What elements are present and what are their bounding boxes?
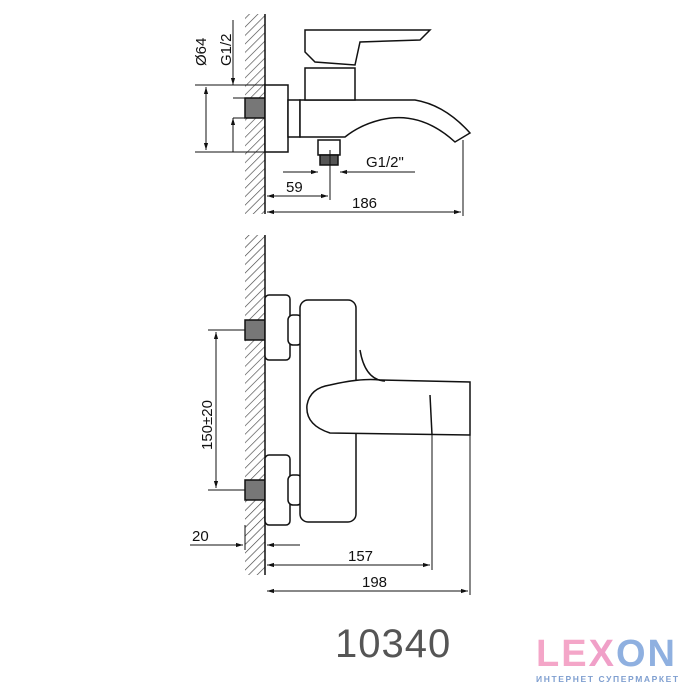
outlet <box>317 139 341 156</box>
logo-letter: E <box>561 633 589 675</box>
handle <box>306 378 471 436</box>
outlet-thread <box>319 154 339 166</box>
escutcheon <box>264 84 289 153</box>
escutcheon <box>264 454 291 526</box>
wall-thread <box>244 97 266 119</box>
handle <box>304 29 432 66</box>
handle-contour <box>359 349 386 382</box>
wall-thread <box>244 479 266 501</box>
dim-offset: 59 <box>286 179 303 196</box>
dim-wall-offset: 20 <box>192 528 209 545</box>
dim-total: 198 <box>362 574 387 591</box>
model-number: 10340 <box>335 622 452 666</box>
dim-thread-wall: G1/2 <box>218 33 235 66</box>
front-view <box>190 235 471 595</box>
logo-letter: N <box>647 633 677 675</box>
logo-letter: O <box>615 633 648 675</box>
dim-handle-reach: 157 <box>348 548 373 565</box>
wall-hatch <box>245 235 265 575</box>
top-view <box>195 14 472 216</box>
logo-subtitle: ИНТЕРНЕТ СУПЕРМАРКЕТ <box>536 674 680 684</box>
escutcheon <box>264 294 291 361</box>
logo-letter: X <box>588 633 616 675</box>
dim-diameter: Ø64 <box>193 38 210 66</box>
connector <box>287 99 301 138</box>
logo-letter: L <box>536 633 562 675</box>
logo-wordmark: LEXON <box>536 634 696 674</box>
dim-spacing: 150±20 <box>199 400 216 450</box>
lexon-logo: LEXON ИНТЕРНЕТ СУПЕРМАРКЕТ <box>536 634 696 684</box>
wall-thread <box>244 319 266 341</box>
handle-contour <box>429 394 433 436</box>
spout <box>299 99 472 143</box>
body <box>304 67 356 101</box>
dim-length: 186 <box>352 195 377 212</box>
dim-thread-outlet: G1/2" <box>366 154 404 171</box>
